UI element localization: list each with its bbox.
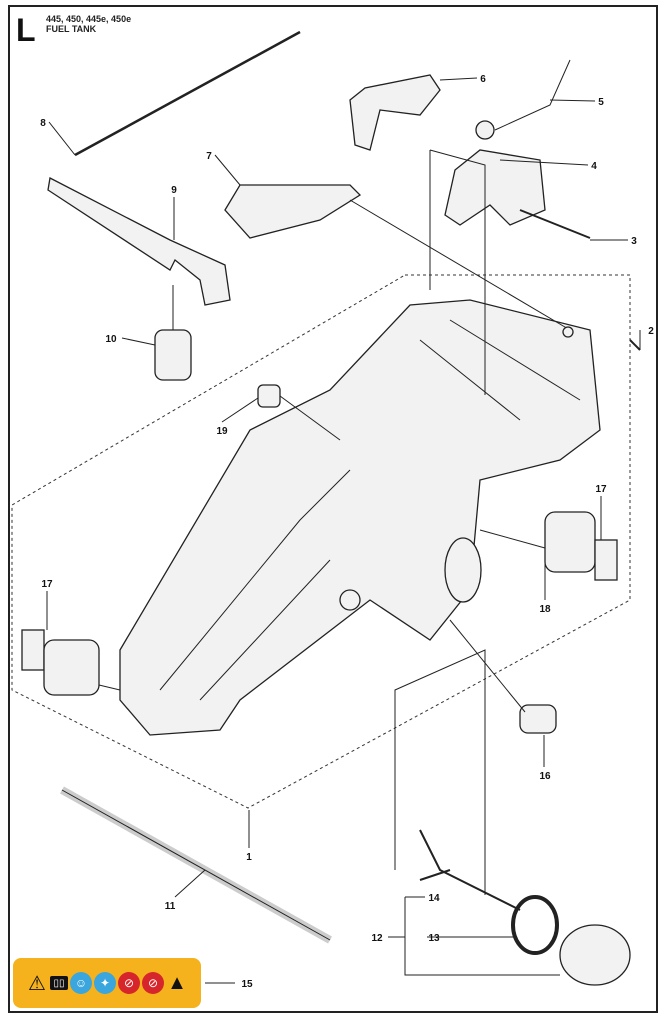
throttle-lockout-part bbox=[349, 74, 441, 151]
callout-12: 12 bbox=[371, 933, 383, 944]
callout-8: 8 bbox=[40, 118, 46, 129]
callout-2: 2 bbox=[648, 326, 654, 337]
wear-hearing-protection-icon: ✦ bbox=[94, 972, 116, 994]
fuel-cap-part bbox=[559, 924, 631, 986]
callout-11: 11 bbox=[165, 901, 176, 912]
warning-decal: ⚠ ▯▯ ☺ ✦ ⊘ ⊘ ▲ bbox=[13, 958, 201, 1008]
o-ring-part bbox=[511, 895, 559, 955]
callout-17-left: 17 bbox=[41, 579, 53, 590]
callout-7: 7 bbox=[206, 151, 212, 162]
callout-13: 13 bbox=[428, 933, 440, 944]
air-deflector-part bbox=[224, 184, 362, 239]
throttle-trigger-part bbox=[444, 149, 546, 226]
wear-face-protection-icon: ☺ bbox=[70, 972, 92, 994]
section-letter: L bbox=[16, 12, 36, 48]
no-open-flame-icon: ⊘ bbox=[142, 972, 164, 994]
callout-17-right: 17 bbox=[595, 484, 607, 495]
av-spring-left-part bbox=[21, 629, 45, 671]
callout-19: 19 bbox=[216, 426, 228, 437]
page-frame bbox=[8, 5, 658, 1013]
warning-triangle-icon: ⚠ bbox=[28, 972, 46, 995]
callout-10: 10 bbox=[105, 334, 117, 345]
assembly-boundary bbox=[11, 274, 631, 809]
model-list: 445, 450, 445e, 450e bbox=[46, 14, 132, 24]
fuel-hose-part bbox=[47, 177, 231, 306]
av-spring-right-part bbox=[544, 511, 596, 573]
callout-4: 4 bbox=[591, 161, 597, 172]
read-manual-icon: ▯▯ bbox=[50, 976, 68, 990]
diagram-title: FUEL TANK bbox=[46, 24, 97, 34]
callout-1: 1 bbox=[246, 852, 252, 863]
callout-15: 15 bbox=[241, 979, 253, 990]
fuel-filter-part bbox=[154, 329, 192, 381]
av-bushing-part bbox=[257, 384, 281, 408]
callout-18: 18 bbox=[539, 604, 551, 615]
leader-lines bbox=[46, 77, 641, 984]
callout-14: 14 bbox=[428, 893, 440, 904]
callout-3: 3 bbox=[631, 236, 637, 247]
callout-5: 5 bbox=[598, 97, 604, 108]
kickback-warning-icon: ▲ bbox=[167, 971, 187, 994]
callout-9: 9 bbox=[171, 185, 177, 196]
callout-16: 16 bbox=[539, 771, 551, 782]
no-smoking-icon: ⊘ bbox=[118, 972, 140, 994]
throttle-rod-part bbox=[74, 30, 301, 157]
fuel-tank-part bbox=[119, 299, 601, 736]
fuel-pickup-nut-part bbox=[519, 704, 557, 734]
callout-6: 6 bbox=[480, 74, 486, 85]
